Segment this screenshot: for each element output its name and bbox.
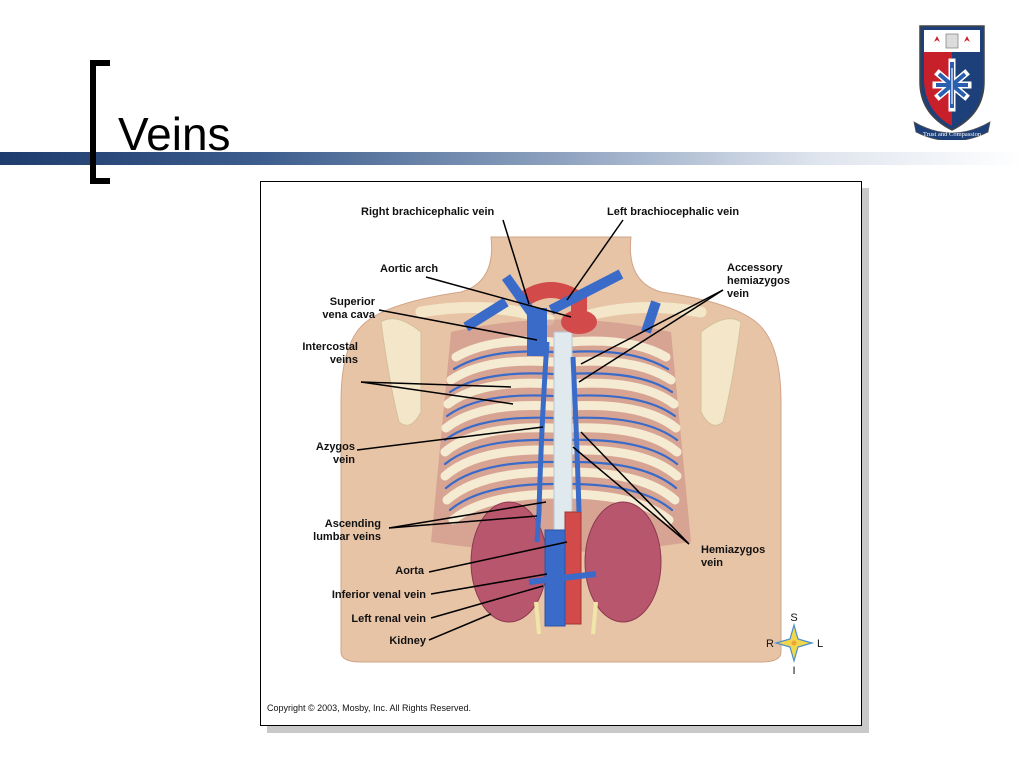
label-ascending-lumbar-1: Ascending xyxy=(325,518,381,530)
anatomy-diagram: Right brachicephalic vein Left brachioce… xyxy=(302,206,823,677)
label-hemiazygos-vein-2: vein xyxy=(701,557,723,569)
label-inferior-venal-vein: Inferior venal vein xyxy=(332,589,426,601)
compass-l: L xyxy=(817,638,823,650)
label-intercostal-veins-1: Intercostal xyxy=(302,341,358,353)
label-left-brachiocephalic-vein: Left brachiocephalic vein xyxy=(607,206,739,218)
label-right-brachiocephalic-vein: Right brachicephalic vein xyxy=(361,206,495,218)
label-accessory-hemiazygos-1: Accessory xyxy=(727,262,784,274)
crest-logo: Trust and Compassion xyxy=(913,25,991,140)
veins-figure: Right brachicephalic vein Left brachioce… xyxy=(260,181,862,726)
label-kidney: Kidney xyxy=(389,635,427,647)
label-superior-vena-cava-2: vena cava xyxy=(322,309,375,321)
label-aorta: Aorta xyxy=(395,565,425,577)
title-bracket xyxy=(90,60,110,184)
label-aortic-arch: Aortic arch xyxy=(380,263,438,275)
compass-rose-icon xyxy=(773,622,815,664)
label-ascending-lumbar-2: lumbar veins xyxy=(313,531,381,543)
label-left-renal-vein: Left renal vein xyxy=(351,613,426,625)
label-superior-vena-cava-1: Superior xyxy=(330,296,376,308)
compass-s: S xyxy=(790,612,797,624)
label-azygos-vein-2: vein xyxy=(333,454,355,466)
crest-motto: Trust and Compassion xyxy=(923,131,982,138)
copyright-text: Copyright © 2003, Mosby, Inc. All Rights… xyxy=(267,703,472,713)
label-accessory-hemiazygos-3: vein xyxy=(727,288,749,300)
label-accessory-hemiazygos-2: hemiazygos xyxy=(727,275,790,287)
label-azygos-vein-1: Azygos xyxy=(316,441,355,453)
compass-i: I xyxy=(792,665,795,677)
title-underline-bar xyxy=(0,152,1024,165)
label-hemiazygos-vein-1: Hemiazygos xyxy=(701,544,765,556)
compass-r: R xyxy=(766,638,774,650)
slide-title: Veins xyxy=(118,108,231,160)
label-intercostal-veins-2: veins xyxy=(330,354,358,366)
